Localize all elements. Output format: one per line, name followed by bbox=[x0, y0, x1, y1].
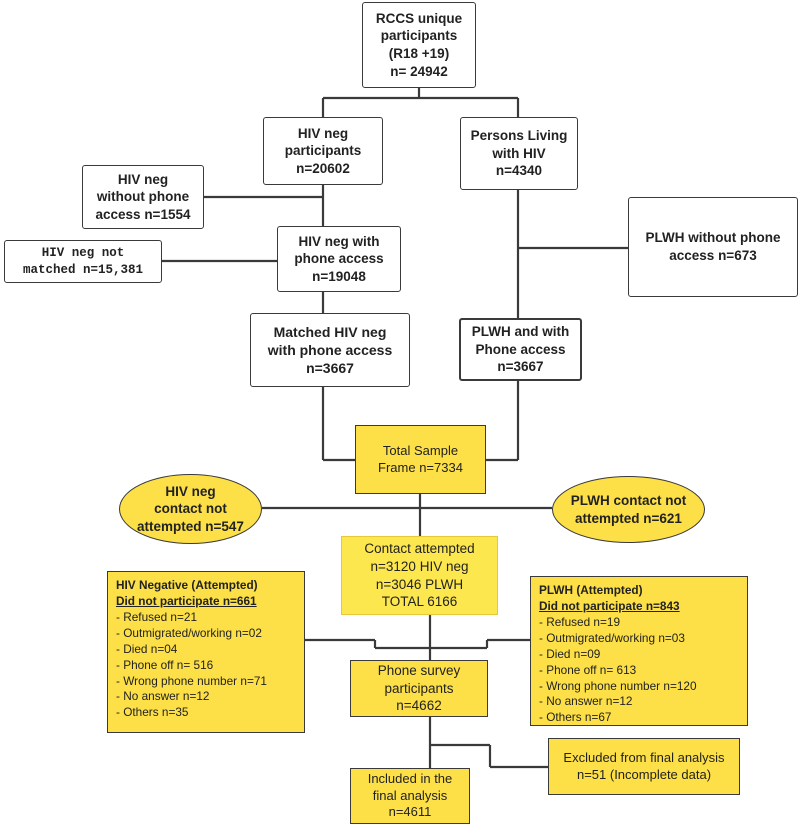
plwh-not-attempted-ellipse: PLWH contact not attempted n=621 bbox=[552, 476, 705, 543]
matched-hiv-neg-line-1: Matched HIV neg bbox=[273, 323, 387, 340]
hiv-neg-phone-line-2: phone access bbox=[294, 251, 384, 267]
hiv-neg-phone-box: HIV neg with phone access n=19048 bbox=[277, 226, 401, 292]
plwh-line-2: with HIV bbox=[492, 145, 546, 161]
plwh-attempted-subtitle: Did not participate n=843 bbox=[539, 598, 680, 613]
rccs-line-3: (R18 +19) bbox=[388, 46, 450, 61]
hiv-neg-line-3: n=20602 bbox=[296, 160, 350, 176]
hiv-neg-not-matched-line-2: matched n=15,381 bbox=[22, 262, 144, 277]
hiv-neg-attempted-title: HIV Negative (Attempted) bbox=[116, 578, 258, 592]
hiv-neg-attempted-subtitle: Did not participate n=661 bbox=[116, 593, 257, 608]
plwh-phone-line-1: PLWH and with bbox=[471, 324, 570, 340]
list-item: Died n=04 bbox=[116, 642, 296, 658]
hiv-neg-no-phone-line-2: without phone bbox=[96, 189, 190, 205]
hiv-neg-phone-line-3: n=19048 bbox=[312, 268, 366, 284]
contact-attempted-line-3: n=3046 PLWH bbox=[375, 576, 464, 592]
rccs-line-2: participants bbox=[380, 28, 458, 44]
plwh-no-phone-line-2: access n=673 bbox=[669, 248, 757, 263]
plwh-not-attempted-line-1: PLWH contact not bbox=[570, 492, 687, 508]
phone-survey-line-2: participants bbox=[384, 680, 454, 696]
list-item: Outmigrated/working n=02 bbox=[116, 626, 296, 642]
hiv-neg-no-phone-line-1: HIV neg bbox=[117, 171, 169, 187]
hiv-neg-line-1: HIV neg bbox=[297, 125, 349, 141]
hiv-neg-phone-line-1: HIV neg with bbox=[298, 233, 380, 249]
hiv-neg-not-attempted-line-3: attempted n=547 bbox=[137, 518, 244, 534]
contact-attempted-line-1: Contact attempted bbox=[364, 541, 475, 557]
total-sample-line-2: Frame n=7334 bbox=[378, 459, 463, 475]
list-item: No answer n=12 bbox=[539, 694, 739, 710]
list-item: Wrong phone number n=71 bbox=[116, 674, 296, 690]
hiv-neg-not-attempted-ellipse: HIV neg contact not attempted n=547 bbox=[119, 474, 262, 544]
included-box: Included in the final analysis n=4611 bbox=[350, 768, 470, 824]
list-item: Phone off n= 613 bbox=[539, 663, 739, 679]
matched-hiv-neg-box: Matched HIV neg with phone access n=3667 bbox=[250, 313, 410, 387]
list-item: Wrong phone number n=120 bbox=[539, 679, 739, 695]
plwh-phone-line-2: Phone access bbox=[475, 341, 566, 357]
rccs-participants-box: RCCS unique participants (R18 +19) n= 24… bbox=[362, 2, 476, 88]
list-item: Refused n=21 bbox=[116, 610, 296, 626]
matched-hiv-neg-line-3: n=3667 bbox=[306, 360, 354, 377]
hiv-neg-not-matched-line-1: HIV neg not bbox=[41, 246, 125, 261]
hiv-neg-participants-box: HIV neg participants n=20602 bbox=[263, 117, 383, 185]
excluded-line-1: Excluded from final analysis bbox=[563, 749, 725, 765]
list-item: No answer n=12 bbox=[116, 689, 296, 705]
rccs-line-4: n= 24942 bbox=[390, 63, 448, 79]
hiv-neg-attempted-list: HIV Negative (Attempted) Did not partici… bbox=[107, 571, 305, 733]
hiv-neg-line-2: participants bbox=[284, 143, 362, 159]
matched-hiv-neg-line-2: with phone access bbox=[267, 341, 393, 358]
plwh-line-1: Persons Living bbox=[470, 128, 568, 144]
plwh-box: Persons Living with HIV n=4340 bbox=[460, 117, 578, 190]
plwh-phone-line-3: n=3667 bbox=[497, 359, 544, 375]
total-sample-line-1: Total Sample bbox=[382, 442, 459, 458]
contact-attempted-line-4: TOTAL 6166 bbox=[381, 594, 458, 610]
hiv-neg-not-attempted-line-2: contact not bbox=[154, 501, 227, 517]
list-item: Outmigrated/working n=03 bbox=[539, 631, 739, 647]
included-line-1: Included in the bbox=[367, 770, 453, 786]
phone-survey-line-3: n=4662 bbox=[396, 698, 442, 714]
phone-survey-line-1: Phone survey bbox=[377, 663, 461, 679]
plwh-not-attempted-line-2: attempted n=621 bbox=[575, 510, 682, 526]
included-line-3: n=4611 bbox=[388, 804, 432, 820]
hiv-neg-no-phone-line-3: access n=1554 bbox=[95, 206, 191, 222]
list-item: Others n=35 bbox=[116, 705, 296, 721]
phone-survey-box: Phone survey participants n=4662 bbox=[350, 660, 488, 717]
plwh-no-phone-box: PLWH without phone access n=673 bbox=[628, 197, 798, 297]
contact-attempted-box: Contact attempted n=3120 HIV neg n=3046 … bbox=[341, 536, 498, 615]
plwh-line-3: n=4340 bbox=[495, 163, 543, 179]
total-sample-box: Total Sample Frame n=7334 bbox=[355, 425, 486, 494]
included-line-2: final analysis bbox=[372, 787, 448, 803]
hiv-neg-not-matched-box: HIV neg not matched n=15,381 bbox=[4, 240, 162, 283]
list-item: Refused n=19 bbox=[539, 615, 739, 631]
plwh-attempted-title: PLWH (Attempted) bbox=[539, 583, 643, 597]
plwh-attempted-list: PLWH (Attempted) Did not participate n=8… bbox=[530, 576, 748, 726]
excluded-line-2: n=51 (Incomplete data) bbox=[576, 766, 712, 782]
list-item: Died n=09 bbox=[539, 647, 739, 663]
list-item: Others n=67 bbox=[539, 710, 739, 726]
hiv-neg-not-attempted-line-1: HIV neg bbox=[165, 483, 216, 499]
list-item: Phone off n= 516 bbox=[116, 658, 296, 674]
rccs-line-1: RCCS unique bbox=[375, 10, 463, 26]
contact-attempted-line-2: n=3120 HIV neg bbox=[370, 558, 469, 574]
plwh-no-phone-line-1: PLWH without phone bbox=[645, 230, 781, 246]
plwh-phone-box: PLWH and with Phone access n=3667 bbox=[459, 318, 582, 381]
excluded-box: Excluded from final analysis n=51 (Incom… bbox=[548, 738, 740, 795]
hiv-neg-no-phone-box: HIV neg without phone access n=1554 bbox=[82, 165, 204, 229]
